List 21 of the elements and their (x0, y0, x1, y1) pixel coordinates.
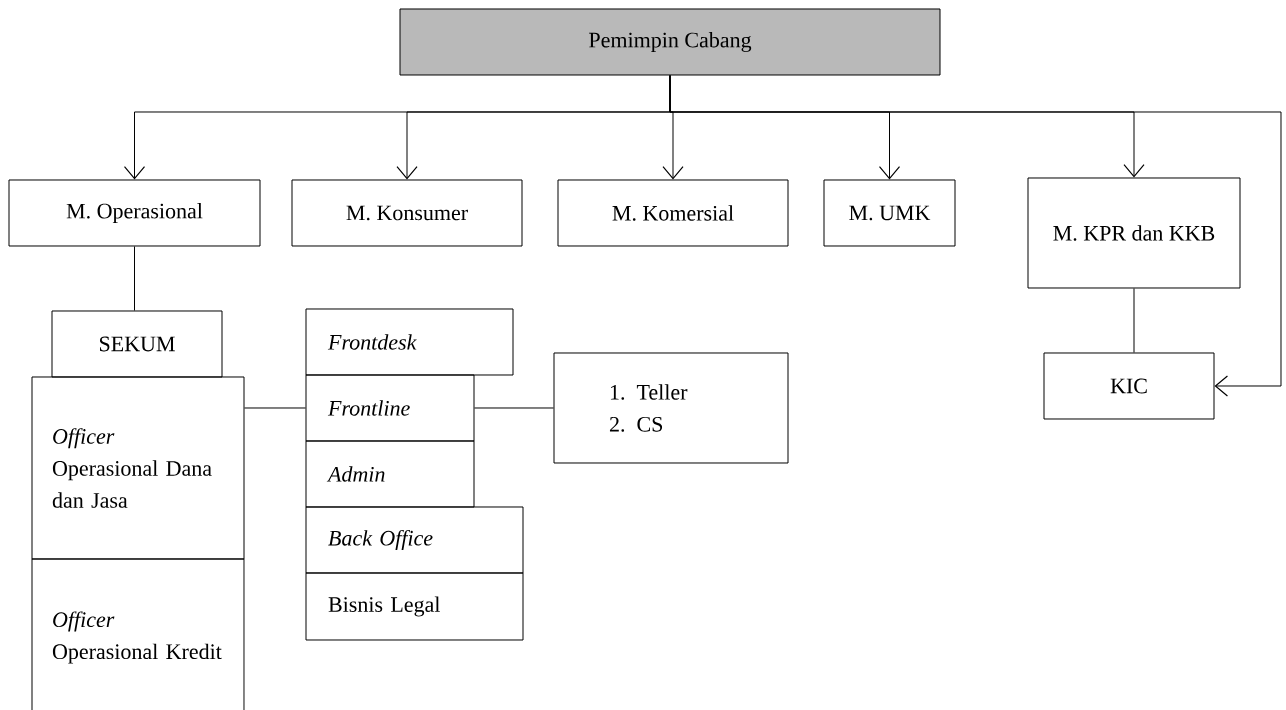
unit-box: KIC (1043, 352, 1215, 420)
connector-line (474, 407, 554, 409)
unit-box: M. UMK (823, 179, 956, 247)
arrow (669, 75, 1282, 397)
unit-box: Frontdesk (305, 308, 514, 376)
unit-box: Officer Operasional Kredit (31, 558, 245, 710)
unit-box: Officer Operasional Dana dan Jasa (31, 376, 245, 560)
connector-line (1133, 288, 1135, 353)
unit-box: M. Konsumer (291, 179, 523, 247)
unit-box: SEKUM (51, 310, 223, 378)
unit-box: M. KPR dan KKB (1027, 177, 1241, 289)
unit-box: Back Office (305, 506, 524, 574)
unit-box: M. Operasional (8, 179, 261, 247)
connector-line (134, 246, 135, 311)
unit-box: M. Komersial (557, 179, 789, 247)
head-box: Pemimpin Cabang (399, 8, 941, 76)
unit-box: Frontline (305, 374, 475, 442)
list-box: 1. Teller 2. CS (553, 352, 789, 464)
connector-line (244, 407, 306, 409)
unit-box: Admin (305, 440, 475, 508)
unit-box: Bisnis Legal (305, 572, 524, 641)
